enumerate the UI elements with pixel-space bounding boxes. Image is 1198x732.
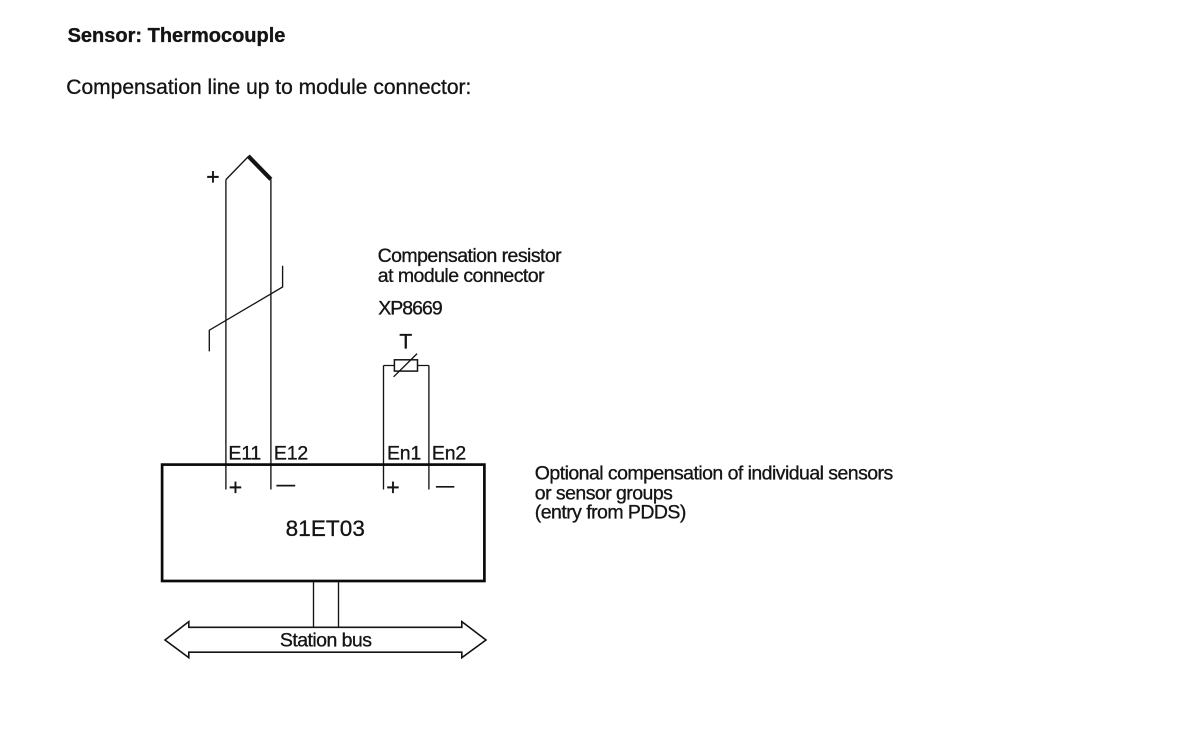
svg-text:(entry from PDDS): (entry from PDDS) <box>535 502 686 524</box>
svg-text:Compensation resistor: Compensation resistor <box>378 245 563 267</box>
svg-text:81ET03: 81ET03 <box>286 516 365 541</box>
svg-text:E12: E12 <box>274 442 308 464</box>
svg-text:T: T <box>399 331 412 354</box>
svg-text:or sensor groups: or sensor groups <box>535 482 673 504</box>
svg-text:at module connector: at module connector <box>378 265 545 287</box>
svg-text:Optional compensation of indiv: Optional compensation of individual sens… <box>535 463 894 485</box>
svg-text:XP8669: XP8669 <box>378 297 442 319</box>
svg-text:Station bus: Station bus <box>280 629 372 651</box>
svg-text:+: + <box>386 474 399 500</box>
svg-text:En2: En2 <box>432 442 466 464</box>
svg-text:+: + <box>206 164 219 190</box>
svg-text:Sensor: Thermocouple: Sensor: Thermocouple <box>68 25 286 47</box>
svg-text:+: + <box>229 474 242 500</box>
svg-text:Compensation line up to module: Compensation line up to module connector… <box>66 76 471 99</box>
svg-text:En1: En1 <box>387 442 421 464</box>
svg-text:E11: E11 <box>228 442 261 464</box>
